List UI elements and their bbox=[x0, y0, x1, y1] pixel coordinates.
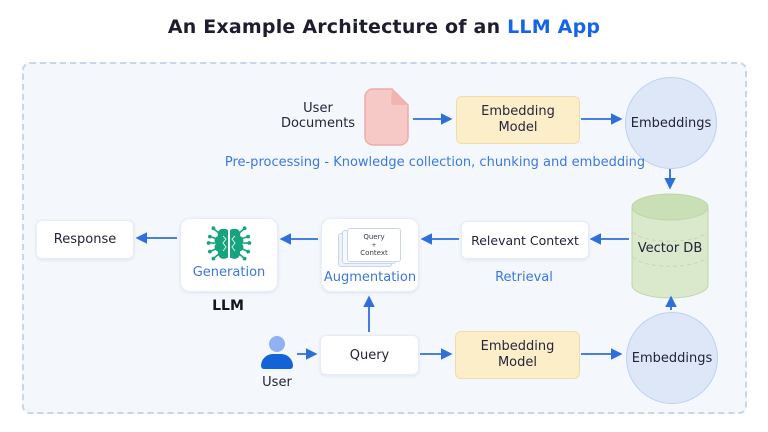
page-title: An Example Architecture of an LLM App bbox=[0, 16, 768, 38]
user-documents-label: User Documents bbox=[280, 101, 356, 131]
embedding-model-box-bottom: Embedding Model bbox=[455, 331, 580, 379]
llm-label: LLM bbox=[212, 298, 244, 314]
embedding-model-box-top: Embedding Model bbox=[456, 96, 580, 144]
brain-circuit-icon bbox=[206, 226, 252, 261]
query-label: Query bbox=[349, 347, 390, 363]
embedding-model-bottom-label: Embedding Model bbox=[480, 338, 555, 370]
embeddings-circle-top: Embeddings bbox=[625, 77, 717, 169]
embeddings-top-label: Embeddings bbox=[630, 115, 712, 131]
relevant-context-box: Relevant Context bbox=[461, 221, 589, 259]
embeddings-circle-bottom: Embeddings bbox=[626, 312, 718, 404]
generation-box: Generation bbox=[180, 218, 278, 292]
embedding-model-top-label: Embedding Model bbox=[481, 103, 555, 135]
augmentation-box: Query + Context Augmentation bbox=[321, 218, 419, 292]
document-icon bbox=[364, 88, 409, 146]
page-title-text: An Example Architecture of an bbox=[167, 16, 501, 38]
user-torso bbox=[261, 354, 293, 369]
embeddings-bottom-label: Embeddings bbox=[631, 350, 713, 366]
vector-db-label: Vector DB bbox=[637, 241, 703, 256]
query-context-card: Query + Context bbox=[347, 228, 401, 262]
relevant-context-label: Relevant Context bbox=[471, 232, 579, 248]
card-plus-line: + bbox=[371, 241, 377, 249]
preprocessing-caption: Pre-processing - Knowledge collection, c… bbox=[224, 155, 646, 170]
card-context-line: Context bbox=[360, 248, 388, 257]
query-box: Query bbox=[320, 335, 419, 375]
user-head bbox=[269, 336, 285, 352]
generation-label: Generation bbox=[192, 265, 266, 280]
user-person-icon bbox=[260, 336, 294, 370]
database-cylinder-icon bbox=[631, 193, 709, 299]
response-label: Response bbox=[53, 232, 117, 247]
stacked-documents-icon: Query + Context bbox=[338, 228, 402, 267]
page-title-highlight: LLM App bbox=[507, 16, 601, 38]
augmentation-label: Augmentation bbox=[323, 270, 417, 285]
response-box: Response bbox=[36, 220, 134, 259]
retrieval-caption: Retrieval bbox=[495, 270, 553, 285]
user-label: User bbox=[262, 375, 292, 390]
card-query-line: Query bbox=[363, 233, 385, 241]
